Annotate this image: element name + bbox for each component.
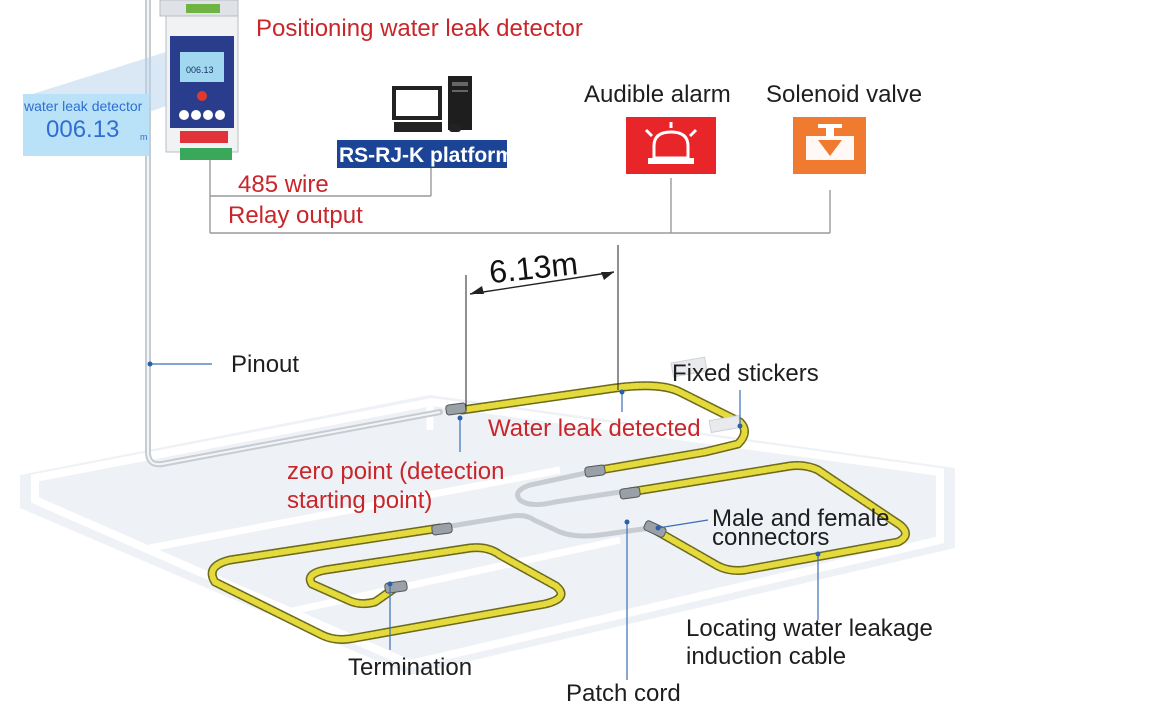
device-screen-value: 006.13 (186, 65, 214, 75)
device-button-down[interactable] (203, 110, 213, 120)
device-button-left[interactable] (179, 110, 189, 120)
connector-upper-end (584, 464, 606, 478)
zoomed-display-unit: m (140, 132, 148, 142)
computer-icon (392, 76, 472, 132)
device-green-terminals (180, 148, 232, 160)
wire-485-label: 485 wire (238, 171, 329, 198)
male-female-label-line1: Male and female (712, 505, 889, 532)
alarm-icon (626, 117, 716, 174)
male-female-label-line2: connectors (712, 524, 829, 551)
zero-point-label-line2: starting point) (287, 487, 432, 514)
valve-label: Solenoid valve (766, 81, 922, 108)
platform-badge (337, 140, 507, 168)
device-screen (180, 52, 224, 82)
water-leak-detected-label: Water leak detected (488, 415, 701, 442)
relay-output-label: Relay output (228, 202, 363, 229)
leader-dots (147, 361, 821, 587)
fixed-sticker-1 (670, 356, 708, 378)
sensing-cables (207, 381, 910, 644)
locating-cable-label-line2: induction cable (686, 643, 846, 670)
cable-connectors (384, 356, 742, 594)
device-title: Positioning water leak detector (256, 15, 583, 42)
connector-male-female (643, 520, 667, 538)
wiring-lines (209, 160, 831, 234)
connector-spiral-start (431, 522, 453, 536)
patch-cord-label: Patch cord (566, 680, 681, 707)
valve-icon (793, 117, 866, 174)
patch-cord (442, 467, 653, 539)
device-button-up[interactable] (215, 110, 225, 120)
termination-label: Termination (348, 654, 472, 681)
platform-label: RS-RJ-K platform (339, 144, 514, 167)
zoomed-display-value: 006.13 (46, 116, 119, 143)
zoomed-display: water leak detector 006.13 m (23, 94, 149, 156)
distance-label: 6.13m (487, 245, 579, 290)
zero-point-label-line1: zero point (detection (287, 458, 504, 485)
alarm-label: Audible alarm (584, 81, 731, 108)
device-button-set[interactable] (191, 110, 201, 120)
leader-lines (150, 363, 819, 680)
fixed-stickers-label: Fixed stickers (672, 360, 819, 387)
distance-measurement: 6.13m (465, 245, 619, 410)
connector-right-start (619, 486, 641, 500)
fixed-sticker-2 (708, 414, 742, 434)
device-logo (197, 91, 207, 101)
device-red-terminals (180, 131, 228, 143)
zoomed-display-label: water leak detector (23, 98, 143, 114)
pinout-label: Pinout (231, 351, 299, 378)
connector-zero-point (445, 402, 467, 416)
locating-cable-label-line1: Locating water leakage (686, 615, 933, 642)
